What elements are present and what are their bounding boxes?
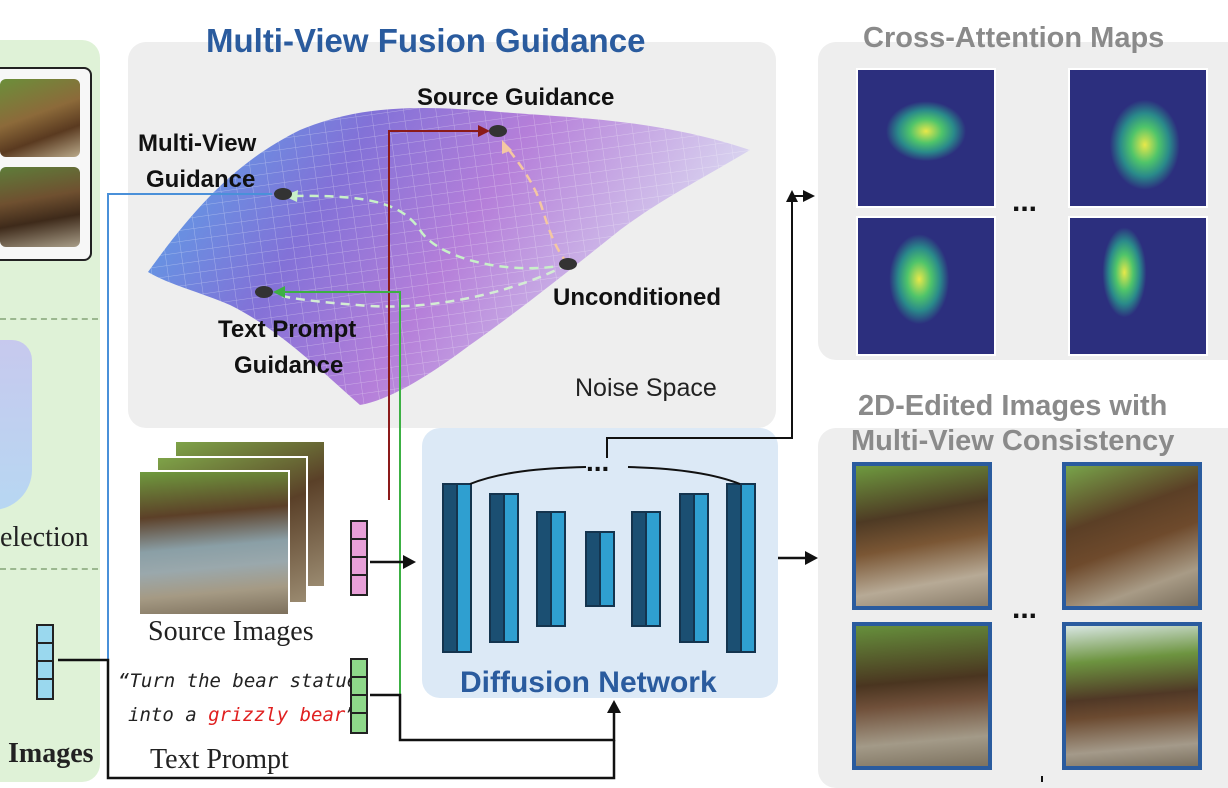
source-image-front (138, 470, 290, 616)
source-images-label: Source Images (148, 616, 314, 647)
edited-bear-image (1062, 462, 1202, 610)
multiview-guidance-label-1: Multi-View (138, 130, 257, 157)
multiview-guidance-label-2: Guidance (146, 166, 256, 193)
text-token-green (350, 658, 368, 734)
network-ellipsis: ... (586, 446, 610, 477)
prompt-highlight: grizzly bear (208, 704, 346, 726)
source-guidance-label: Source Guidance (417, 84, 615, 111)
source-token-pink (350, 520, 368, 596)
selected-view-thumb (0, 167, 80, 247)
diffusion-network-label: Diffusion Network (460, 666, 717, 699)
edited-images-title-1: 2D-Edited Images with (858, 390, 1168, 422)
text-guidance-label-1: Text Prompt (218, 316, 357, 343)
images-label-fragment: Images (8, 738, 94, 769)
dashed-divider (0, 568, 98, 570)
attention-map (856, 68, 996, 208)
edited-images-ellipsis: ... (1012, 592, 1038, 625)
edited-bear-image (852, 462, 992, 610)
selected-views-frame (0, 67, 92, 261)
view-token-cyan (36, 624, 54, 700)
selection-label-fragment: election (0, 522, 89, 553)
noise-surface-fragment (0, 340, 32, 510)
text-guidance-label-2: Guidance (234, 352, 344, 379)
attention-map (856, 216, 996, 356)
selected-view-thumb (0, 79, 80, 157)
prompt-line-1: “Turn the bear statue (118, 670, 359, 692)
text-prompt-label: Text Prompt (150, 744, 289, 775)
attention-maps-ellipsis: ... (1012, 185, 1038, 218)
attention-map (1068, 68, 1208, 208)
edited-images-title-2: Multi-View Consistency (851, 425, 1175, 457)
dashed-divider (0, 318, 98, 320)
edited-bear-image (1062, 622, 1202, 770)
prompt-line-2-text: into a (128, 704, 209, 726)
noise-space-label: Noise Space (575, 374, 717, 402)
edited-bear-image (852, 622, 992, 770)
unconditioned-label: Unconditioned (553, 284, 721, 311)
attention-map (1068, 216, 1208, 356)
attention-maps-title: Cross-Attention Maps (863, 22, 1165, 54)
fusion-guidance-title: Multi-View Fusion Guidance (206, 22, 646, 59)
